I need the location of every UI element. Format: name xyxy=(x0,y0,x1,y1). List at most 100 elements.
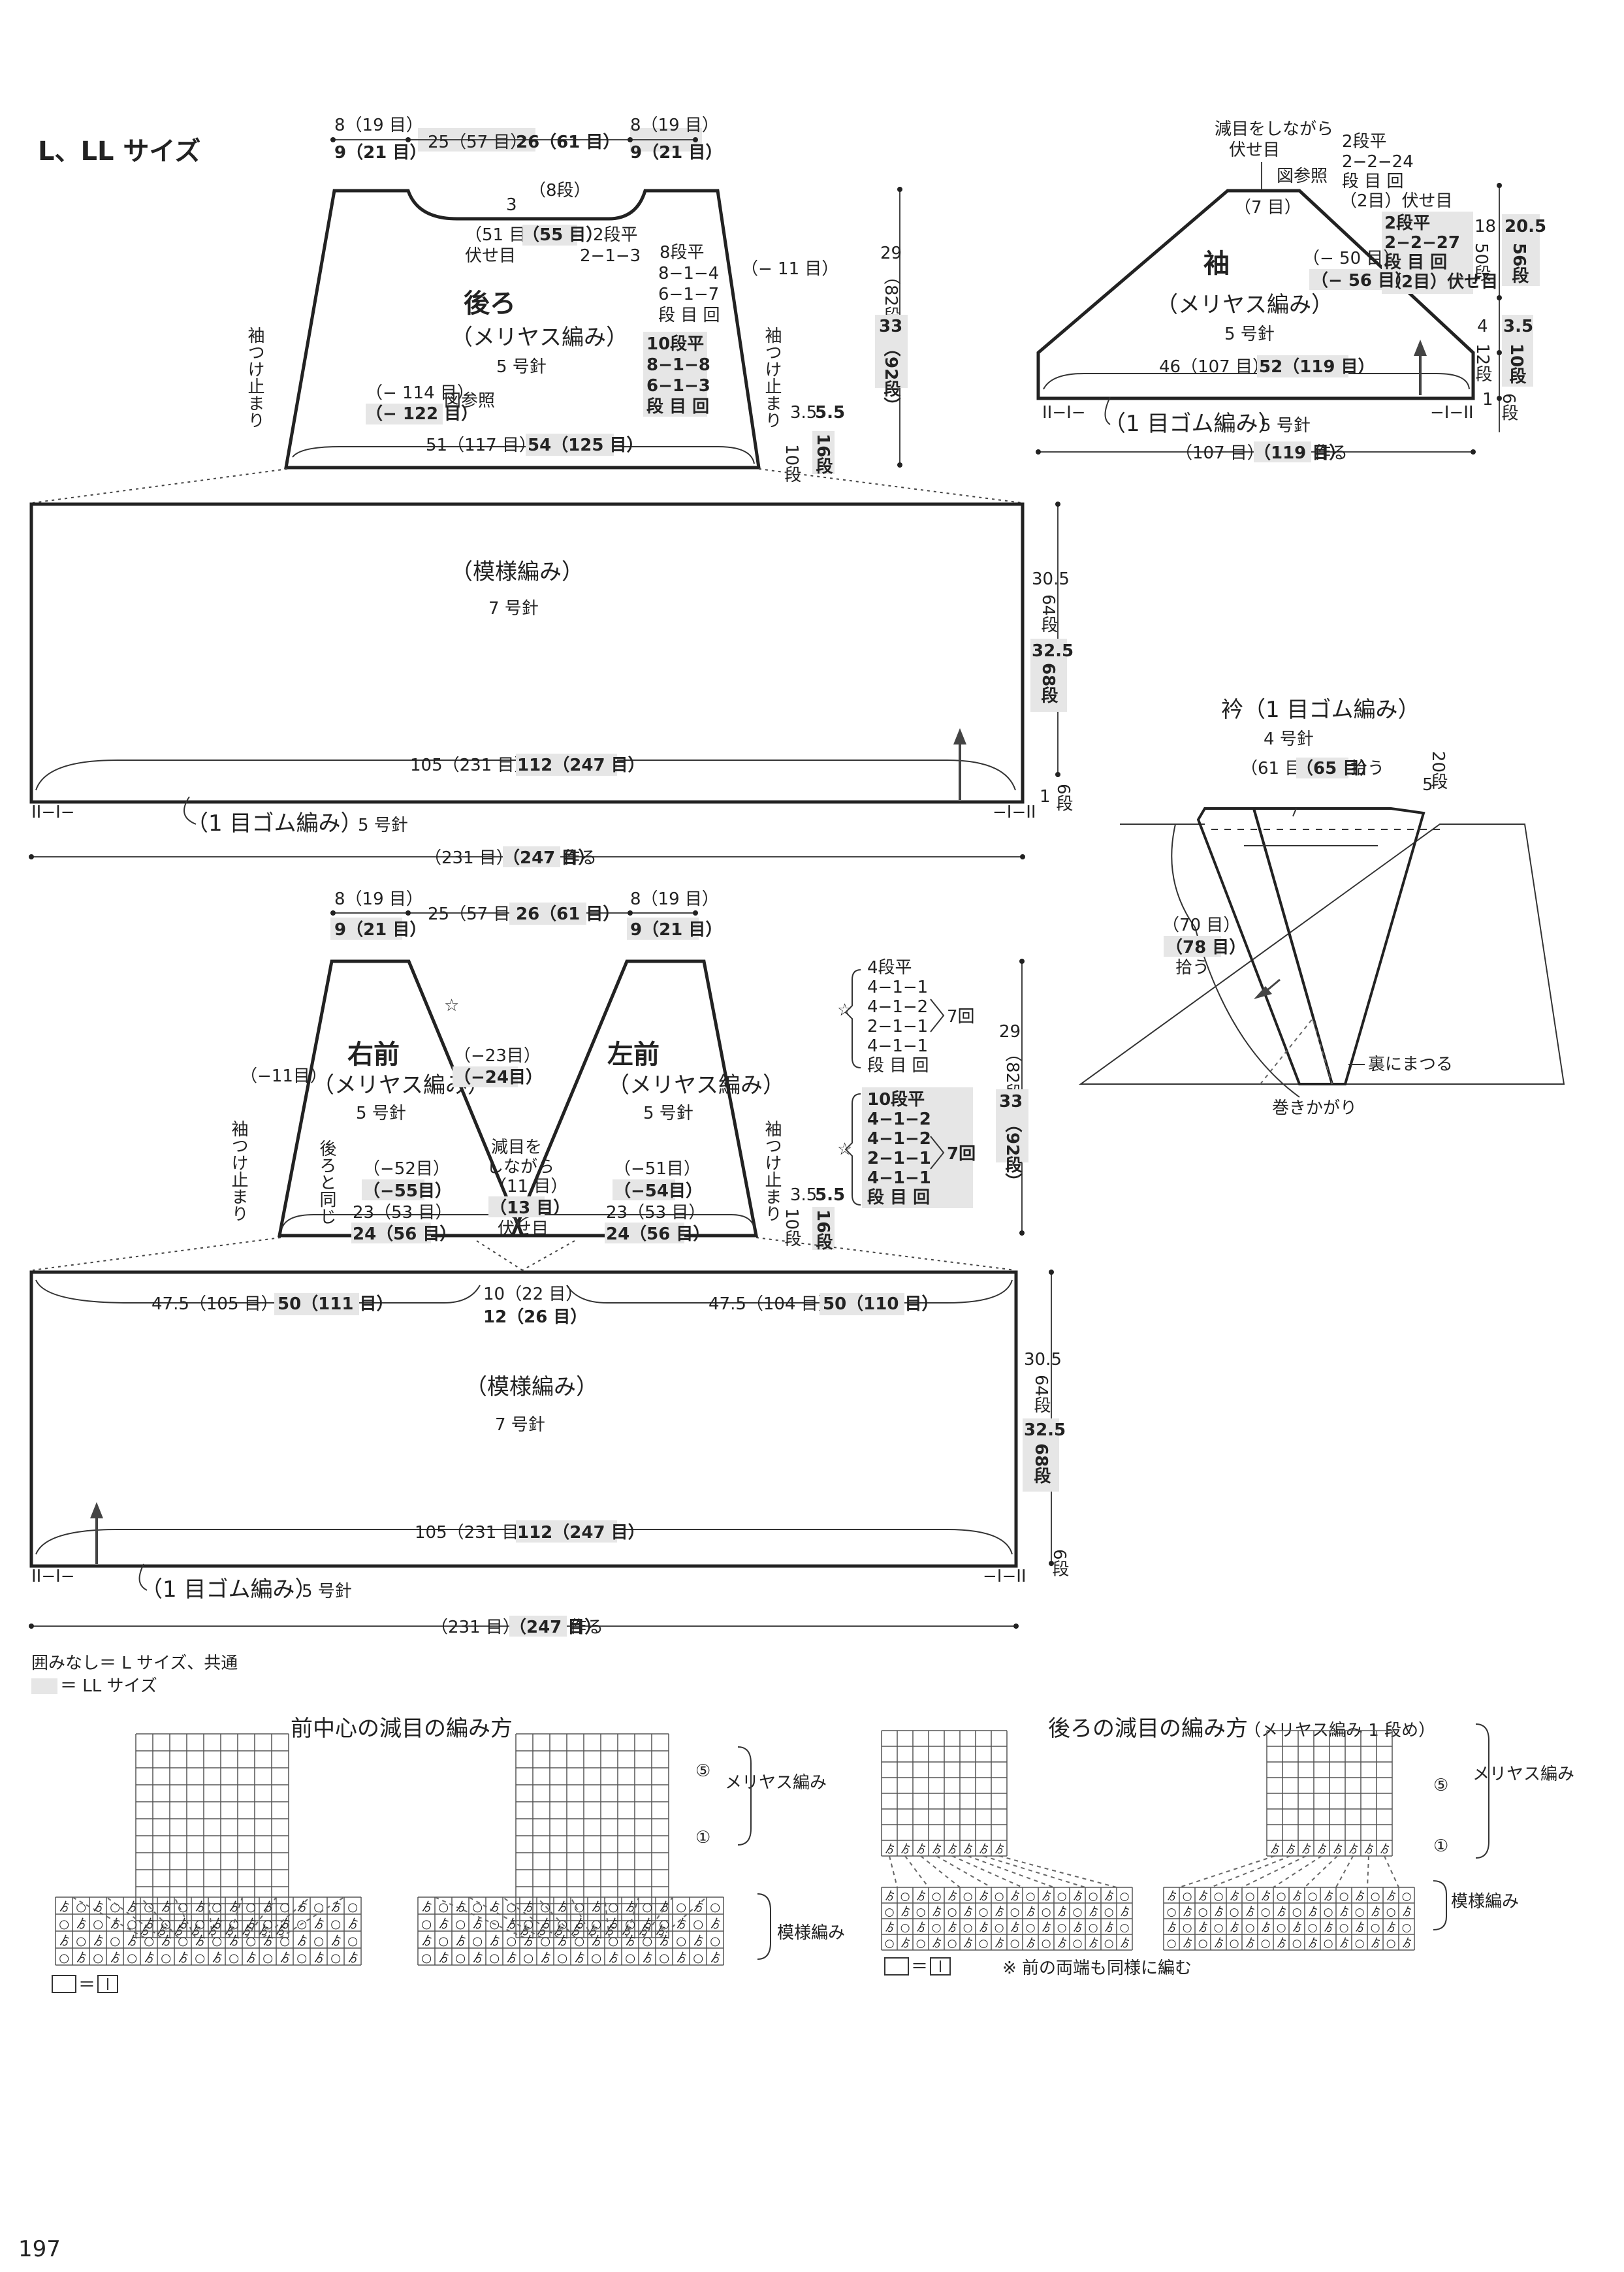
chart-symbol: ○ xyxy=(608,1900,618,1914)
chart-symbol: ○ xyxy=(76,1934,86,1948)
chart-symbol: ○ xyxy=(347,1900,358,1914)
chart-symbol: ゟ xyxy=(557,1934,569,1948)
back-chart-grids: ゟゟゟゟゟゟゟゟゟゟゟゟゟゟゟゟゟ○ゟ○ゟ○ゟ○ゟ○ゟ○ゟ○ゟ○○ゟ○ゟ○ゟ○ゟ… xyxy=(881,1730,1415,1951)
sleeve-top-note-1: 減目をしながら xyxy=(1215,120,1333,139)
back-height-ll: 33 xyxy=(879,317,902,336)
chart-symbol: ○ xyxy=(1026,1921,1036,1934)
chart-symbol: ○ xyxy=(1292,1936,1302,1949)
chart-symbol: ゟ xyxy=(1308,1905,1319,1918)
chart-symbol: ○ xyxy=(438,1900,449,1914)
chart-symbol: ○ xyxy=(59,1917,69,1931)
front-body: 47.5（105 目） 50（111 目） 10（22 目） 12（26 目） … xyxy=(29,1270,1069,1637)
chart-symbol: ゟ xyxy=(455,1934,467,1948)
front-top-shoulder-ll: 9（21 目） xyxy=(334,920,426,940)
chart-symbol: ゟ xyxy=(885,1889,896,1902)
chart-symbol: ○ xyxy=(693,1917,703,1931)
chart-symbol: ○ xyxy=(1042,1936,1051,1949)
back-dec-ll-1: 10段平 xyxy=(646,334,704,354)
chart-symbol: ○ xyxy=(1089,1921,1098,1934)
chart-symbol: ゟ xyxy=(1183,1905,1194,1918)
chart-symbol: ○ xyxy=(455,1917,466,1931)
chart-symbol: ○ xyxy=(625,1951,635,1965)
front-hem-rows-ll: 16段 xyxy=(813,1209,833,1251)
back-neck-bind-ll: （55 目） xyxy=(522,225,603,245)
front-seq-l-4: 2−1−1 xyxy=(867,1017,928,1036)
chart-symbol: ゟ xyxy=(1089,1905,1100,1918)
chart-symbol: ゟ xyxy=(347,1917,359,1931)
sleeve-width-ll: 52（119 目） xyxy=(1259,357,1375,377)
chart-symbol: ○ xyxy=(127,1917,137,1931)
back-neck-bind-label: 伏せ目 xyxy=(465,246,516,266)
chart-symbol: ○ xyxy=(229,1917,239,1931)
chart-symbol: ○ xyxy=(195,1951,205,1965)
sleeve-label: 袖 xyxy=(1203,249,1230,279)
sleeve-ribbing-needle: 5 号針 xyxy=(1260,416,1311,436)
sleeve-needle: 5 号針 xyxy=(1224,325,1275,344)
sleeve-seq-l-4: （2目）伏せ目 xyxy=(1340,191,1453,211)
chart-symbol: ○ xyxy=(963,1921,973,1934)
front-seq-l-1: 4段平 xyxy=(867,958,912,978)
front-seq-l-5: 4−1−1 xyxy=(867,1036,928,1056)
chart-symbol: ゟ xyxy=(161,1900,172,1914)
back-body-cast-ll: （247 目） xyxy=(503,848,595,868)
chart-symbol: ○ xyxy=(1339,1889,1349,1902)
back-top-shoulder-l: 8（19 目） xyxy=(334,116,423,135)
chart-symbol: ○ xyxy=(885,1905,895,1918)
chart-symbol: ○ xyxy=(1277,1921,1286,1934)
chart-symbol: ゟ xyxy=(506,1951,518,1965)
chart-symbol: ゟ xyxy=(1198,1889,1209,1902)
chart-symbol: ゟ xyxy=(59,1900,71,1914)
sleeve-h1-rows-l: 50段 xyxy=(1471,243,1491,281)
front-seq-ll-2: 4−1−2 xyxy=(867,1110,931,1129)
front-left-stitch: （メリヤス編み） xyxy=(607,1072,785,1098)
chart-symbol: ○ xyxy=(1277,1889,1286,1902)
back-dec-l-4: 段 目 回 xyxy=(658,306,720,325)
chart-symbol: ゟ xyxy=(1339,1905,1350,1918)
chart-symbol: ゟ xyxy=(693,1934,705,1948)
sleeve-see-fig: 図参照 xyxy=(1277,167,1328,186)
back-see-fig: 図参照 xyxy=(444,391,495,411)
chart-symbol: ゟ xyxy=(995,1842,1006,1855)
back-body-ribbing-needle: 5 号針 xyxy=(358,816,408,835)
front-left-label: 左前 xyxy=(607,1040,660,1070)
collar-back-note: 裏にまつる xyxy=(1368,1055,1453,1074)
chart-symbol: ゟ xyxy=(161,1934,172,1948)
chart-symbol: ○ xyxy=(916,1905,926,1918)
chart-symbol: ゟ xyxy=(979,1889,990,1902)
back-body-rib-mark-left: II−I− xyxy=(31,803,75,822)
chart-symbol: ○ xyxy=(659,1951,669,1965)
back-body: （模様編み） 7 号針 105（231 目） 112（247 目） II−I− … xyxy=(29,502,1074,868)
chart-symbol: ○ xyxy=(279,1900,290,1914)
chart-symbol: ゟ xyxy=(1402,1936,1413,1949)
back-body-cast-l: （231 目） xyxy=(424,848,513,868)
chart-symbol: ゟ xyxy=(1286,1842,1297,1855)
collar-needle: 4 号針 xyxy=(1264,729,1314,749)
sleeve-seq-ll-1: 2段平 xyxy=(1384,213,1430,233)
chart-symbol: ○ xyxy=(110,1900,120,1914)
back-bottom-dec-l: （− 114 目） xyxy=(366,383,474,403)
front-left-needle: 5 号針 xyxy=(643,1104,693,1123)
sleeve-dec-l: （− 50 目） xyxy=(1303,249,1400,268)
front-seq-ll-5: 4−1−1 xyxy=(867,1168,931,1188)
front-sleeve-mark-left: 袖つけ止まり xyxy=(229,1120,248,1222)
front-height-ll: 33 xyxy=(999,1092,1023,1112)
back-chart-stockinette: メリヤス編み xyxy=(1473,1765,1574,1784)
chart-symbol: ゟ xyxy=(212,1917,223,1931)
chart-symbol: ゟ xyxy=(472,1951,484,1965)
front-seq-ll-1: 10段平 xyxy=(867,1089,925,1110)
back-height-l: 29 xyxy=(880,244,902,263)
back-body-needle: 7 号針 xyxy=(488,599,539,618)
chart-symbol: ○ xyxy=(1339,1921,1349,1934)
back-body-height-l: 30.5 xyxy=(1032,569,1070,589)
chart-symbol: ○ xyxy=(93,1917,103,1931)
back-body-rows-ll: 68段 xyxy=(1038,663,1058,704)
chart-symbol: ○ xyxy=(279,1934,290,1948)
front-body-cast-ll: （247 目） xyxy=(509,1618,601,1637)
front-hem-ll: 5.5 xyxy=(815,1185,845,1205)
front-top-shoulder-ll2: 9（21 目） xyxy=(630,920,722,940)
chart-symbol: ゟ xyxy=(676,1917,688,1931)
front-v-dec-l: （−23目） xyxy=(454,1046,541,1066)
chart-symbol: ○ xyxy=(1355,1936,1365,1949)
chart-symbol: ゟ xyxy=(1183,1936,1194,1949)
back-bottom-ll: 54（125 目） xyxy=(528,436,644,455)
